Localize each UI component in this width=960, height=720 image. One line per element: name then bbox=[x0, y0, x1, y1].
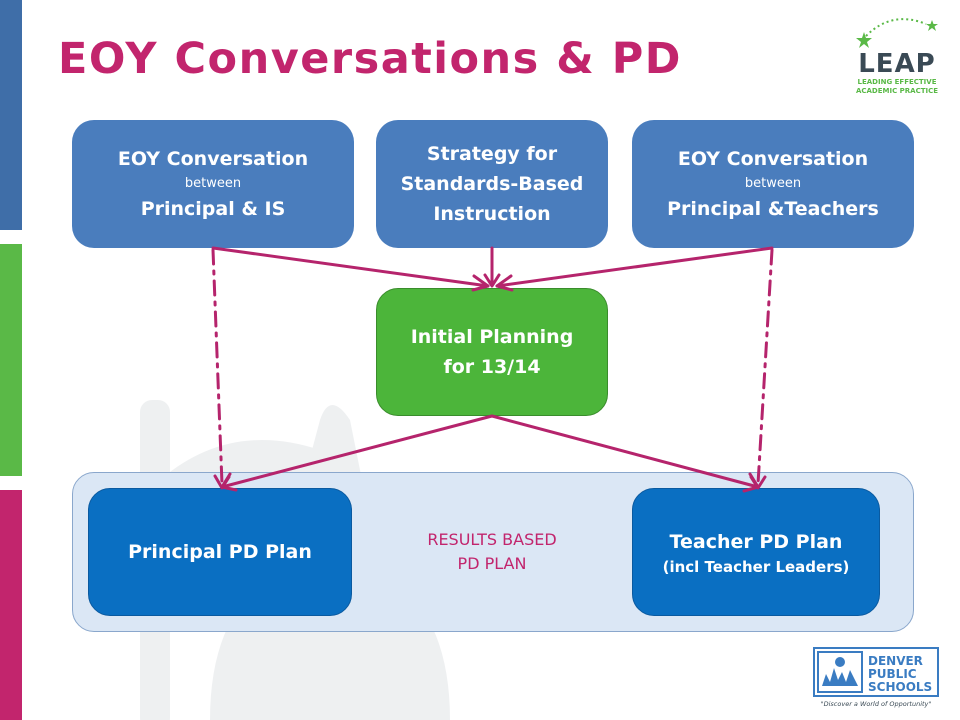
svg-text:SCHOOLS: SCHOOLS bbox=[868, 680, 932, 694]
arrow-eoy-is-to-initial bbox=[211, 246, 490, 288]
arrowhead bbox=[483, 273, 501, 288]
box-line: (incl Teacher Leaders) bbox=[662, 558, 850, 576]
side-bar-green bbox=[0, 244, 24, 476]
principal-pd-plan-box: Principal PD Plan bbox=[88, 488, 352, 616]
box-line: Standards-Based bbox=[400, 173, 584, 195]
denver-public-schools-logo: DENVER PUBLIC SCHOOLS "Discover a World … bbox=[813, 647, 939, 708]
arrow-initial-to-teacher-pd bbox=[490, 414, 760, 489]
svg-text:DENVER: DENVER bbox=[868, 654, 923, 668]
teacher-pd-plan-box: Teacher PD Plan (incl Teacher Leaders) bbox=[632, 488, 880, 616]
arrowhead bbox=[213, 474, 231, 490]
box-line: between bbox=[184, 176, 242, 191]
svg-text:"Discover a World of Opportuni: "Discover a World of Opportunity" bbox=[821, 700, 932, 708]
svg-text:ACADEMIC PRACTICE: ACADEMIC PRACTICE bbox=[856, 87, 938, 95]
arrowhead bbox=[495, 274, 514, 292]
side-bar-pink bbox=[0, 490, 24, 720]
arrowhead bbox=[749, 475, 767, 490]
page-title: EOY Conversations & PD bbox=[58, 34, 682, 84]
box-line: Strategy for bbox=[426, 143, 558, 165]
box-line: between bbox=[744, 176, 802, 191]
box-line: Principal PD Plan bbox=[128, 541, 312, 563]
arrow-eoy-teachers-to-initial bbox=[495, 246, 774, 288]
box-line: EOY Conversation bbox=[117, 148, 309, 170]
box-line: Instruction bbox=[433, 203, 551, 225]
box-line: EOY Conversation bbox=[677, 148, 869, 170]
results-line: RESULTS BASED bbox=[427, 530, 557, 549]
box-line: Principal & IS bbox=[140, 198, 286, 220]
eoy-conversation-principal-is-box: EOY Conversation between Principal & IS bbox=[72, 120, 354, 248]
leap-logo: LEAP LEADING EFFECTIVE ACADEMIC PRACTICE bbox=[856, 18, 938, 95]
dashed-eoy-teachers-to-teacher-pd bbox=[756, 248, 774, 486]
initial-planning-box: Initial Planning for 13/14 bbox=[376, 288, 608, 416]
box-line: Initial Planning bbox=[410, 326, 574, 348]
svg-text:PUBLIC: PUBLIC bbox=[868, 667, 917, 681]
dashed-eoy-is-to-principal-pd bbox=[211, 248, 224, 486]
box-line: Teacher PD Plan bbox=[669, 531, 843, 553]
svg-text:LEADING EFFECTIVE: LEADING EFFECTIVE bbox=[858, 78, 937, 86]
svg-text:LEAP: LEAP bbox=[858, 49, 936, 79]
box-line: Principal &Teachers bbox=[667, 198, 879, 220]
arrow-initial-to-principal-pd bbox=[220, 414, 494, 489]
strategy-box: Strategy for Standards-Based Instruction bbox=[376, 120, 608, 248]
box-line: for 13/14 bbox=[443, 356, 541, 378]
results-line: PD PLAN bbox=[457, 554, 527, 573]
arrowhead bbox=[471, 274, 490, 292]
eoy-conversation-principal-teachers-box: EOY Conversation between Principal &Teac… bbox=[632, 120, 914, 248]
results-based-label: RESULTS BASED PD PLAN bbox=[380, 528, 604, 576]
side-bar-blue bbox=[0, 0, 24, 230]
